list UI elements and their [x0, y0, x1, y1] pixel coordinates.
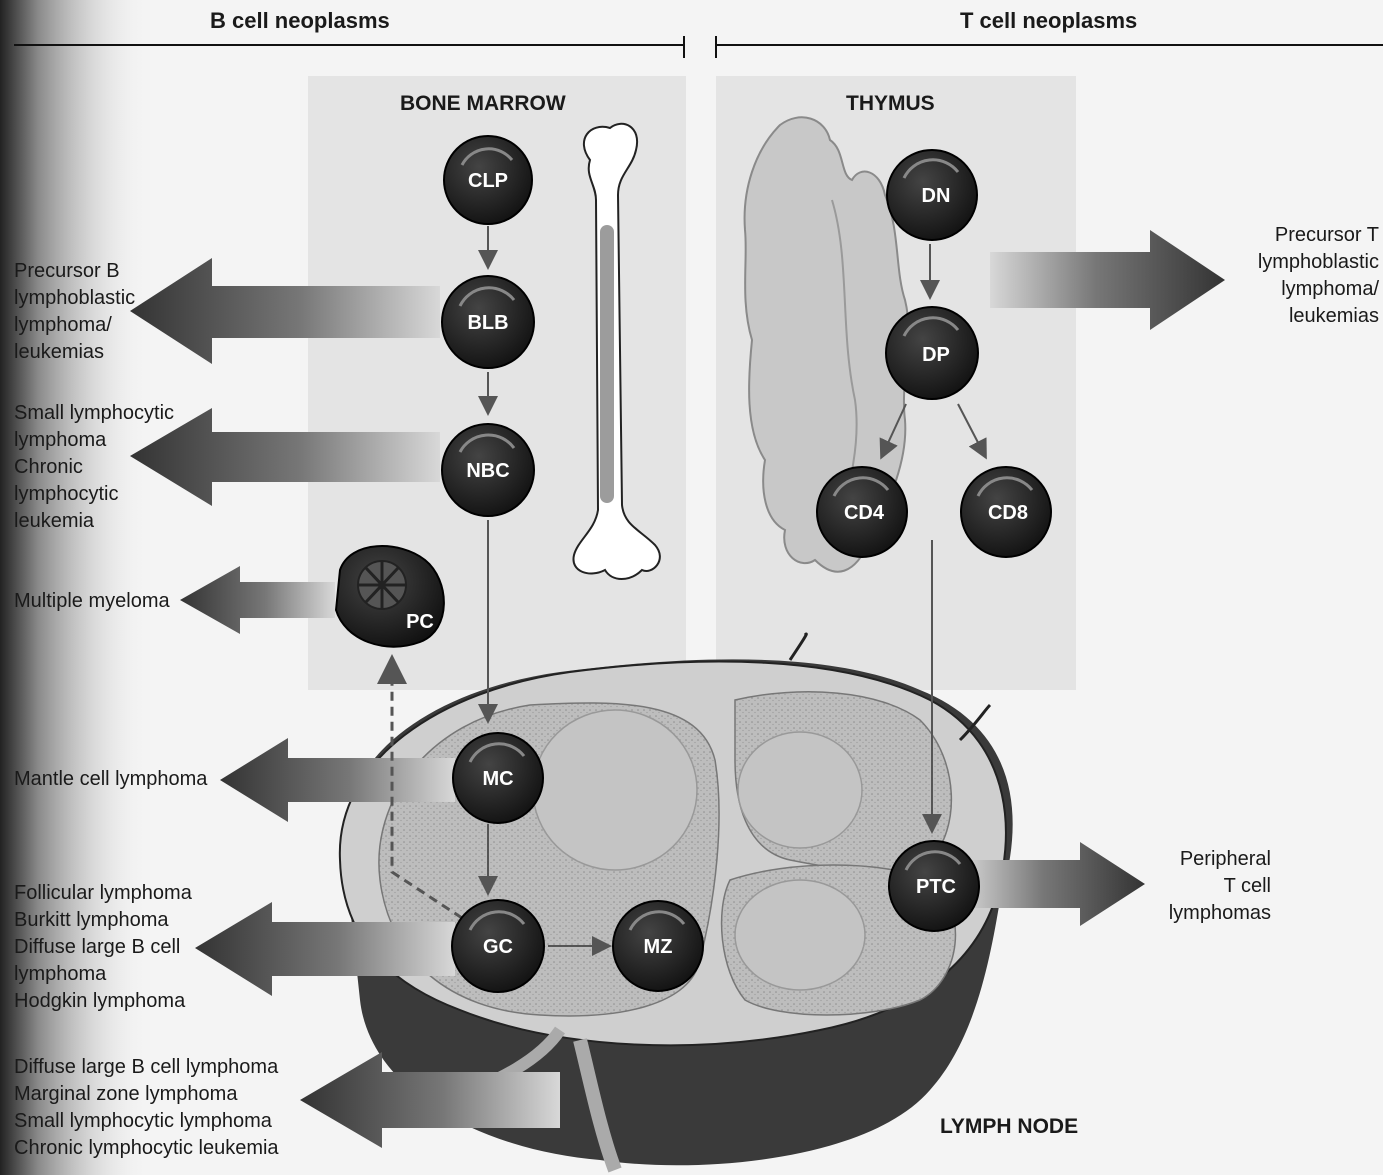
cell-label-dn: DN: [922, 185, 951, 207]
cell-clp: CLP: [444, 136, 532, 224]
cell-pc: PC: [336, 546, 444, 647]
label-precursor-t: Precursor T lymphoblastic lymphoma/ leuk…: [1258, 222, 1379, 330]
cell-label-mc: MC: [482, 768, 513, 790]
cell-nbc: NBC: [442, 424, 534, 516]
label-precursor-b: Precursor B lymphoblastic lymphoma/ leuk…: [14, 258, 135, 366]
cell-label-clp: CLP: [468, 170, 508, 192]
cell-cd4: CD4: [817, 467, 907, 557]
cell-label-cd4: CD4: [844, 502, 885, 524]
bone-marrow-cavity: [600, 225, 614, 503]
t-cell-neoplasms-header: T cell neoplasms: [960, 8, 1137, 34]
cell-label-gc: GC: [483, 936, 513, 958]
cell-label-mz: MZ: [644, 936, 673, 958]
cell-label-ptc: PTC: [916, 876, 956, 898]
cell-label-pc: PC: [406, 611, 434, 633]
cell-gc: GC: [452, 900, 544, 992]
cell-dn: DN: [887, 150, 977, 240]
label-myeloma: Multiple myeloma: [14, 588, 170, 615]
cell-mc: MC: [453, 733, 543, 823]
cell-label-nbc: NBC: [466, 460, 509, 482]
label-germinal: Follicular lymphoma Burkitt lymphoma Dif…: [14, 880, 192, 1015]
cell-dp: DP: [886, 307, 978, 399]
header-rules: [14, 36, 1383, 58]
bone-marrow-title: BONE MARROW: [400, 92, 566, 116]
b-cell-neoplasms-header: B cell neoplasms: [210, 8, 390, 34]
cell-cd8: CD8: [961, 467, 1051, 557]
label-marginal: Diffuse large B cell lymphoma Marginal z…: [14, 1054, 279, 1162]
thymus-title: THYMUS: [846, 92, 935, 116]
lymph-node-title: LYMPH NODE: [940, 1115, 1078, 1139]
cell-label-dp: DP: [922, 344, 950, 366]
label-peripheral-t: Peripheral T cell lymphomas: [1169, 846, 1271, 927]
label-sll-cll: Small lymphocytic lymphoma Chronic lymph…: [14, 400, 174, 535]
cell-label-cd8: CD8: [988, 502, 1028, 524]
cell-ptc: PTC: [889, 841, 979, 931]
cell-mz: MZ: [613, 901, 703, 991]
label-mantle: Mantle cell lymphoma: [14, 766, 207, 793]
cell-label-blb: BLB: [467, 312, 508, 334]
cell-blb: BLB: [442, 276, 534, 368]
